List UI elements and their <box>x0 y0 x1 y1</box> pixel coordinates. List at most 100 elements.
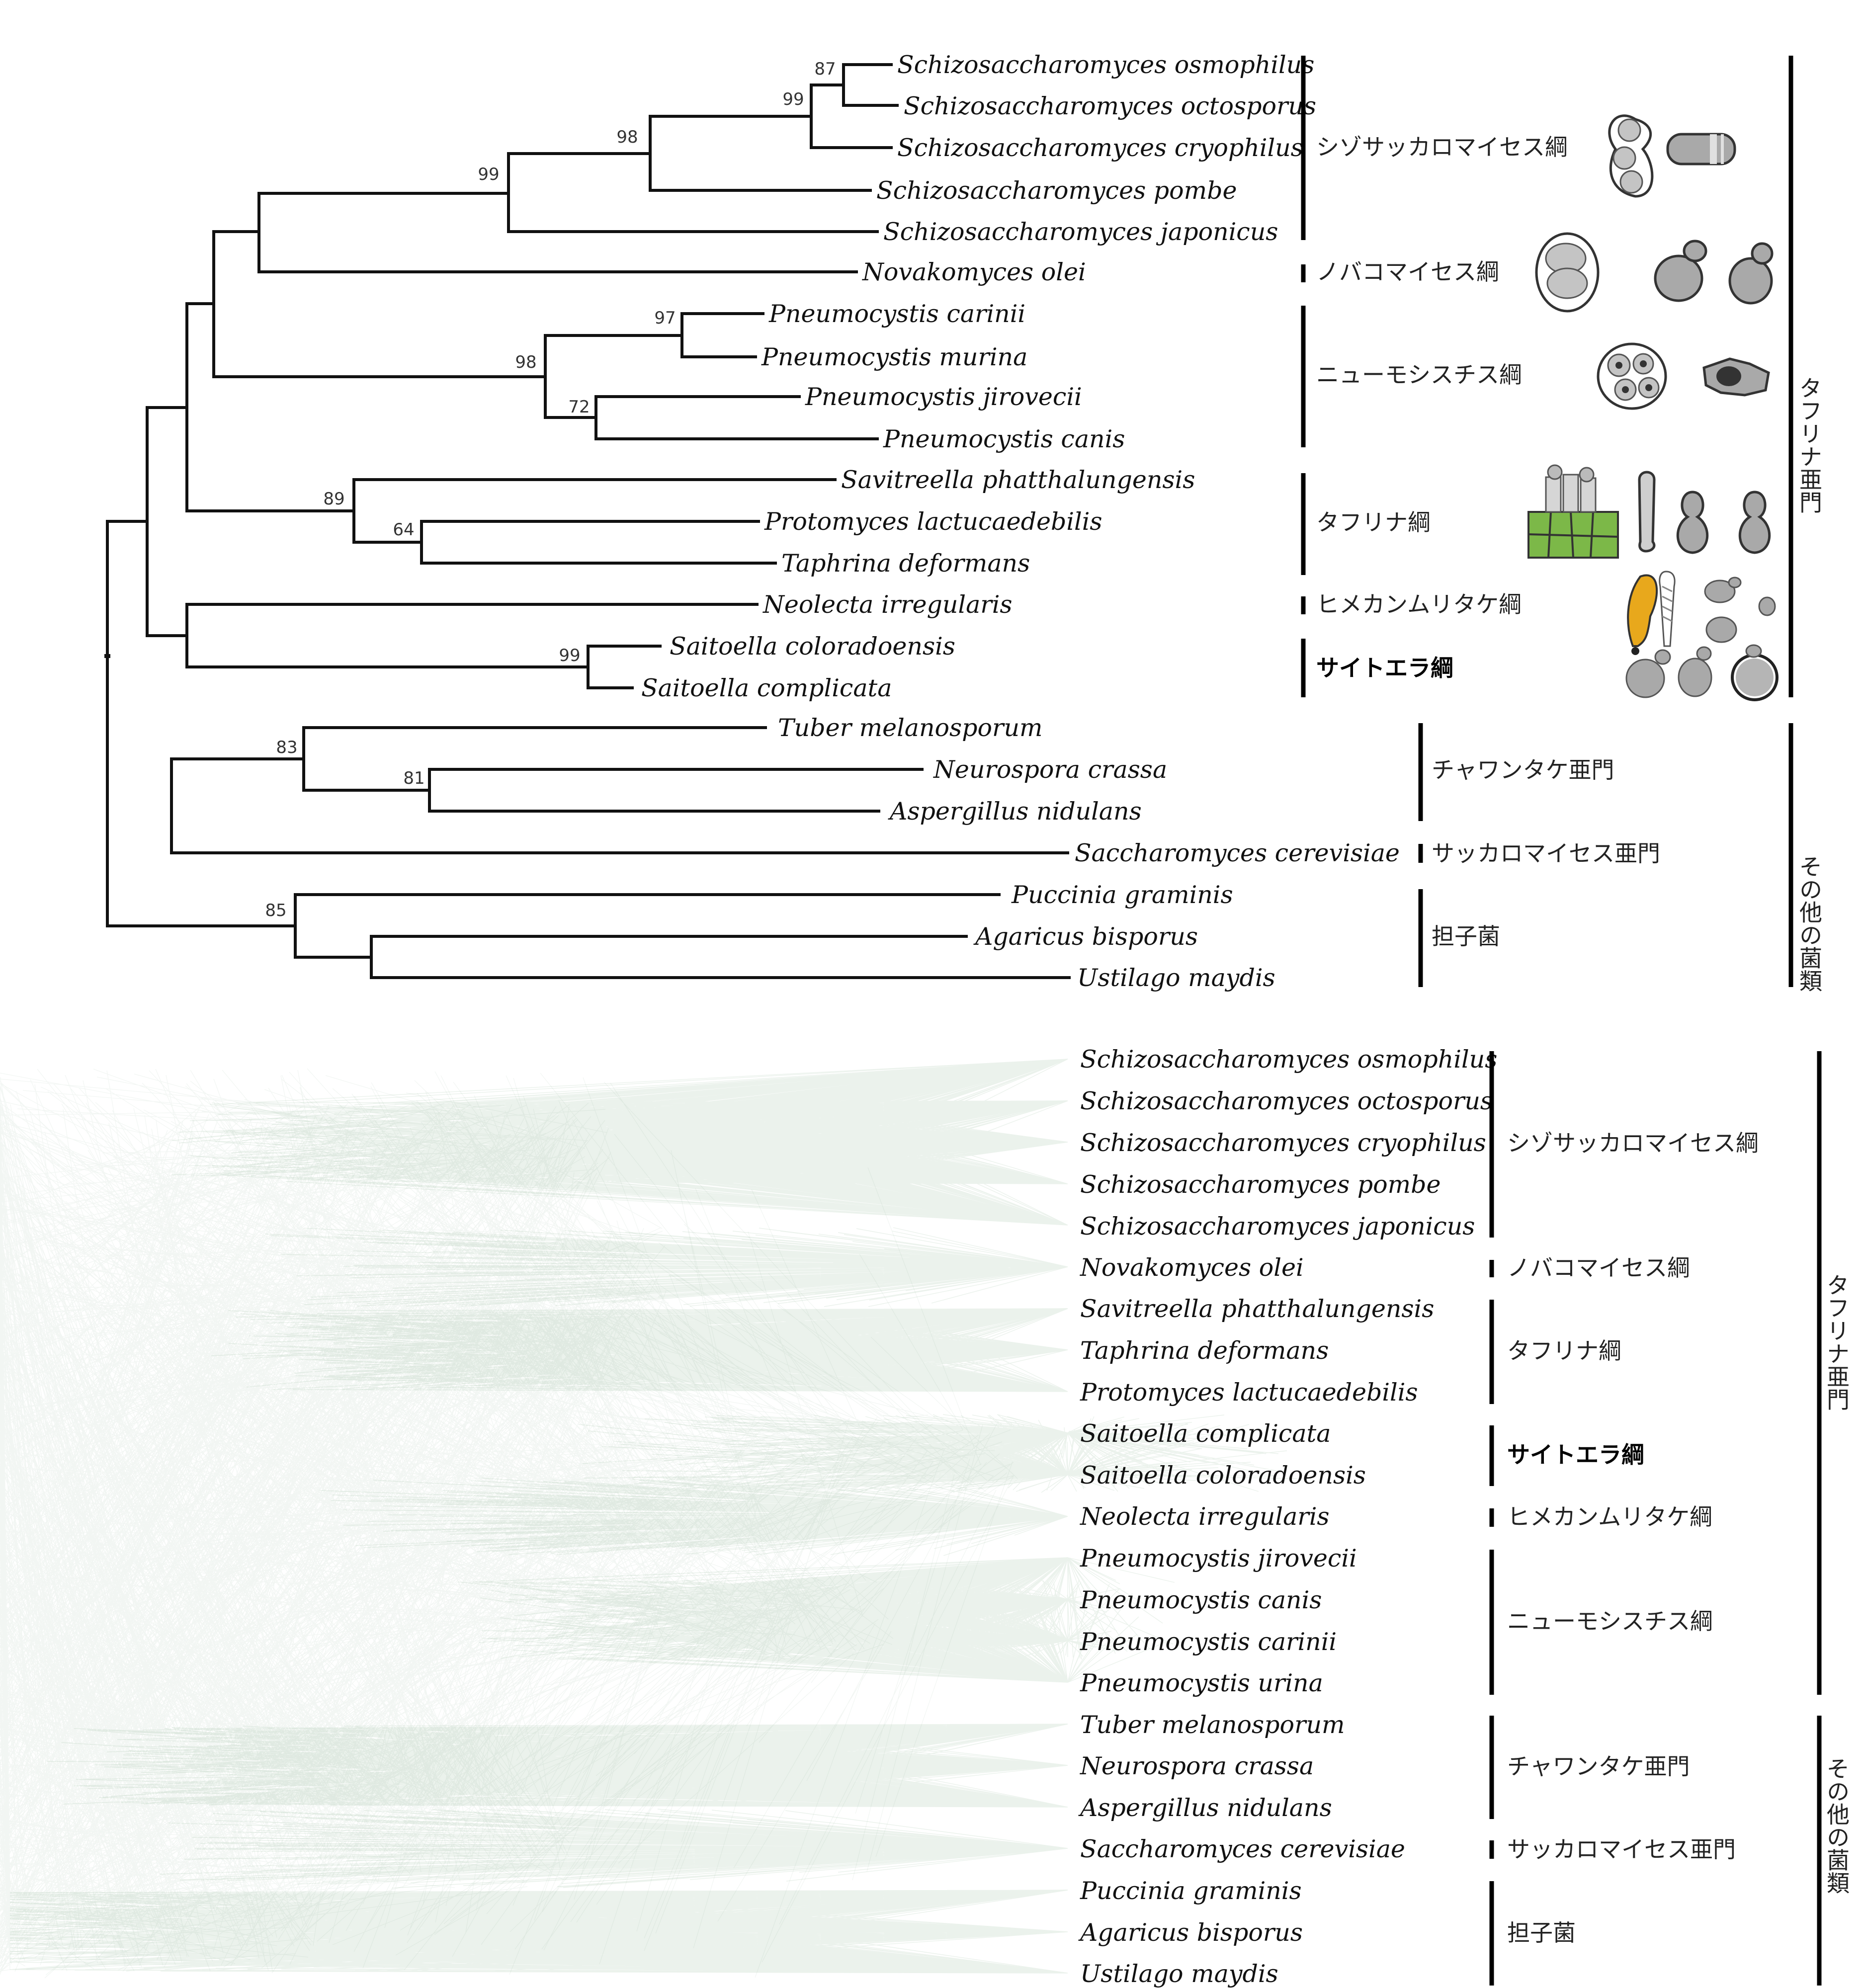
tree-species-label: Pneumocystis canis <box>883 425 1125 453</box>
subphylum-label-taphrinomycotina: タフリナ亜門 <box>1796 376 1823 513</box>
tree-species-label: Saitoella coloradoensis <box>670 632 955 661</box>
cloud-species-label: Pneumocystis carinii <box>1080 1628 1337 1656</box>
tree-species-label: Schizosaccharomyces osmophilus <box>897 51 1314 79</box>
class-label-taphrinomycetes: タフリナ綱 <box>1316 509 1431 536</box>
tree-species-label: Pneumocystis jirovecii <box>805 383 1082 411</box>
class-label-neolectomycetes: ヒメカンムリタケ綱 <box>1507 1503 1712 1530</box>
tree-species-label: Puccinia graminis <box>1011 881 1233 909</box>
class-label-schizosaccharomycetes: シゾサッカロマイセス綱 <box>1316 134 1568 161</box>
pneumocystis-trophic-icon <box>1702 357 1770 397</box>
neolecta-ascus-icon <box>1659 571 1676 647</box>
tree-species-label: Protomyces lactucaedebilis <box>764 507 1102 536</box>
tree-species-label: Ustilago maydis <box>1077 964 1275 992</box>
class-label-neolectomycetes: ヒメカンムリタケ綱 <box>1316 591 1522 618</box>
tree-species-label: Neolecta irregularis <box>763 590 1013 619</box>
bootstrap-label: 87 <box>814 59 836 79</box>
class-label-pneumocystidomycetes: ニューモシスチス綱 <box>1316 361 1522 388</box>
cloud-deep-branches <box>0 1068 1018 1979</box>
bootstrap-label: 99 <box>478 165 499 184</box>
cloud-species-label: Schizosaccharomyces cryophilus <box>1080 1129 1486 1157</box>
cloud-species-label: Neolecta irregularis <box>1080 1502 1330 1531</box>
taphrina-leaf-tissue-icon <box>1527 464 1619 559</box>
cloud-species-label: Novakomyces olei <box>1080 1253 1304 1282</box>
cloud-species-label: Saccharomyces cerevisiae <box>1080 1835 1405 1863</box>
subphylum-label-taphrinomycotina: タフリナ亜門 <box>1823 1273 1850 1410</box>
pneumocystis-cyst-icon <box>1597 342 1667 410</box>
subphylum-label-other-fungi: その他の菌類 <box>1796 855 1823 992</box>
cloud-species-label: Neurospora crassa <box>1080 1752 1314 1780</box>
cloud-tip-branches <box>9 1059 1298 1974</box>
cloud-group-labels: シゾサッカロマイセス綱 ノバコマイセス綱 タフリナ綱 サイトエラ綱 ヒメカンムリ… <box>1507 1130 1850 1946</box>
bootstrap-label: 98 <box>616 127 638 147</box>
cloud-species-label: Schizosaccharomyces octosporus <box>1080 1087 1493 1115</box>
cloud-species-label: Savitreella phatthalungensis <box>1080 1295 1434 1323</box>
tree-species-label: Schizosaccharomyces cryophilus <box>897 134 1303 162</box>
class-label-pneumocystidomycetes: ニューモシスチス綱 <box>1507 1608 1713 1635</box>
tree-species-label: Agaricus bisporus <box>973 922 1198 951</box>
tree-species-label: Tuber melanosporum <box>778 714 1042 742</box>
taphrina-ascus-icon <box>1638 471 1656 553</box>
cloud-species-label: Tuber melanosporum <box>1080 1711 1345 1739</box>
bootstrap-label: 72 <box>568 397 590 417</box>
cloud-species-label: Pneumocystis jirovecii <box>1080 1544 1357 1573</box>
cloud-species-label: Protomyces lactucaedebilis <box>1080 1378 1418 1407</box>
tree-species-labels: Schizosaccharomyces osmophilus Schizosac… <box>641 51 1400 992</box>
cloud-species-label: Pneumocystis urina <box>1080 1669 1323 1697</box>
bootstrap-label: 85 <box>265 901 286 920</box>
tree-species-label: Taphrina deformans <box>781 549 1030 578</box>
cloud-lines <box>0 1059 1298 1979</box>
tree-branches <box>104 63 1071 979</box>
budding-cell-icon <box>1676 491 1771 554</box>
tree-group-labels: シゾサッカロマイセス綱 ノバコマイセス綱 ニューモシスチス綱 タフリナ綱 ヒメカ… <box>1316 134 1823 992</box>
cloud-group-bars <box>1489 1051 1822 1986</box>
tree-species-label: Novakomyces olei <box>862 258 1086 286</box>
tree-species-label: Schizosaccharomyces octosporus <box>904 92 1316 120</box>
cloud-species-label: Pneumocystis canis <box>1080 1586 1322 1614</box>
morphology-illustrations <box>1527 114 1779 701</box>
tree-species-label: Pneumocystis carinii <box>768 300 1025 328</box>
other-label-saccharomycotina: サッカロマイセス亜門 <box>1507 1836 1736 1863</box>
cloud-species-label: Saitoella coloradoensis <box>1080 1461 1366 1490</box>
bootstrap-values: 87 99 98 99 97 98 72 89 64 99 83 81 85 <box>265 59 836 920</box>
fission-yeast-ascus-icon <box>1608 114 1654 198</box>
cloud-species-label: Ustilago maydis <box>1080 1960 1278 1988</box>
bootstrap-label: 81 <box>403 768 424 788</box>
other-label-saccharomycotina: サッカロマイセス亜門 <box>1432 840 1660 867</box>
cloud-species-label: Taphrina deformans <box>1080 1336 1329 1365</box>
cloud-species-labels: Schizosaccharomyces osmophilus Schizosac… <box>1078 1045 1497 1988</box>
other-label-basidiomycota: 担子菌 <box>1507 1919 1576 1946</box>
tree-species-label: Saitoella complicata <box>641 674 892 702</box>
tree-species-label: Aspergillus nidulans <box>888 797 1142 826</box>
subphylum-label-other-fungi: その他の菌類 <box>1823 1757 1850 1894</box>
budding-cell-icon <box>1654 240 1774 305</box>
phylogenetic-tree: 87 99 98 99 97 98 72 89 64 99 83 81 85 S… <box>104 51 1823 992</box>
cloud-species-label: Aspergillus nidulans <box>1078 1794 1332 1822</box>
tree-species-label: Savitreella phatthalungensis <box>841 466 1195 494</box>
bootstrap-label: 83 <box>276 738 297 757</box>
tree-group-bars <box>1301 56 1793 987</box>
other-label-pezizomycotina: チャワンタケ亜門 <box>1432 756 1614 783</box>
tree-species-label: Schizosaccharomyces pombe <box>876 176 1237 205</box>
tree-species-label: Schizosaccharomyces japonicus <box>883 218 1278 246</box>
class-label-taphrinomycetes: タフリナ綱 <box>1507 1337 1621 1364</box>
cloud-species-label: Schizosaccharomyces pombe <box>1080 1170 1441 1199</box>
cloud-species-label: Schizosaccharomyces japonicus <box>1080 1212 1475 1241</box>
gene-tree-cloud: Schizosaccharomyces osmophilus Schizosac… <box>0 1045 1850 1988</box>
tree-species-label: Neurospora crassa <box>933 755 1167 784</box>
cloud-species-label: Schizosaccharomyces osmophilus <box>1080 1045 1497 1074</box>
fission-yeast-cell-icon <box>1666 133 1736 166</box>
class-label-schizosaccharomycetes: シゾサッカロマイセス綱 <box>1507 1130 1759 1157</box>
cloud-species-label: Saitoella complicata <box>1080 1419 1331 1448</box>
other-label-basidiomycota: 担子菌 <box>1432 923 1500 950</box>
tree-species-label: Pneumocystis murina <box>761 343 1027 371</box>
bootstrap-label: 64 <box>393 520 414 540</box>
bootstrap-label: 99 <box>782 89 804 109</box>
bootstrap-label: 98 <box>515 352 536 372</box>
other-label-pezizomycotina: チャワンタケ亜門 <box>1507 1753 1690 1780</box>
tree-species-label: Saccharomyces cerevisiae <box>1075 839 1400 867</box>
novakomyces-ascus-icon <box>1535 232 1600 313</box>
class-label-saitoellomycetes: サイトエラ綱 <box>1316 655 1453 681</box>
cloud-species-label: Agaricus bisporus <box>1078 1918 1303 1947</box>
class-label-saitoellomycetes: サイトエラ綱 <box>1507 1441 1644 1468</box>
